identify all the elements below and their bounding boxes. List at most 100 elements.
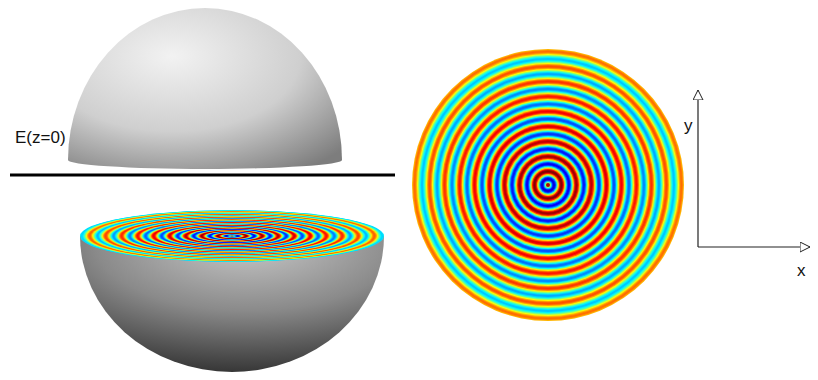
field-ring [202,231,262,241]
field-ring [197,230,267,242]
field-label: E(z=0) [15,129,66,146]
field-ring [432,69,664,301]
field-ring [143,221,321,251]
field-ring [493,130,603,240]
field-ring [486,123,610,247]
field-ring [428,65,668,305]
field-ring [419,56,677,314]
field-ring [81,210,383,261]
field-ring [138,220,326,252]
field-ring [192,229,272,243]
field-ring [479,116,617,254]
field-ring [530,167,566,203]
field-ring [448,85,648,285]
field-ring [422,59,674,311]
field-ring [469,106,627,264]
field-ring [139,220,325,252]
field-ring [195,230,269,243]
field-ring [478,115,618,255]
field-ring [229,235,235,236]
field-ring [114,216,350,256]
field-ring [82,211,382,262]
field-ring [218,234,246,239]
field-ring [500,137,596,233]
field-ring [134,219,330,252]
field-ring [209,232,255,240]
field-ring [224,235,240,238]
field-ring [93,212,371,259]
field-ring [154,223,310,250]
field-ring [502,139,594,231]
field-ring [200,231,264,242]
field-ring [166,225,298,247]
field-ring [526,163,570,207]
field-ring [161,224,303,248]
field-ring [513,150,583,220]
field-ring [83,211,381,262]
field-ring [104,214,360,258]
field-ring [447,84,649,286]
field-ring [206,232,258,241]
field-ring [442,79,654,291]
field-ring [519,156,577,214]
field-ring [199,230,265,241]
field-ring [443,80,653,290]
field-ring [481,118,615,252]
field-ring [473,110,623,260]
field-ring [89,212,375,261]
axis-label: x [797,262,806,279]
field-ring [444,81,652,289]
field-ring [133,219,331,253]
field-ring [168,225,296,247]
field-ring [231,235,233,236]
field-ring [536,173,560,197]
field-ring [85,211,379,261]
x-axis [698,246,810,247]
field-ring [454,91,642,279]
field-ring [490,127,606,243]
field-ring [483,120,613,250]
field-ring [120,217,344,255]
field-ring [119,217,345,255]
cut-plane-field [80,210,384,262]
field-ring [496,133,600,237]
field-ring [228,235,236,236]
field-ring [433,70,663,300]
field-ring [169,225,295,246]
field-ring [416,53,680,317]
field-ring [188,229,276,244]
field-ring [223,234,241,237]
field-ring [110,215,354,256]
field-ring [475,112,621,258]
field-ring [151,222,313,250]
field-ring [158,223,306,248]
field-ring [140,220,324,251]
field-ring [118,217,346,256]
field-ring [489,126,607,244]
field-ring [127,218,337,254]
field-ring [487,124,609,246]
field-ring [437,74,659,296]
field-ring [523,160,573,210]
field-ring [216,233,248,238]
field-ring [109,215,355,257]
field-ring [153,223,311,250]
field-ring [459,96,637,274]
field-ring [488,125,608,245]
field-ring [148,222,316,251]
field-ring [535,172,561,198]
field-ring [449,86,647,284]
field-ring [219,234,245,238]
axis-label: y [684,117,693,134]
field-ring [167,225,297,247]
field-ring [116,216,348,255]
field-ring [457,94,639,276]
field-ring [431,68,665,302]
field-ring [115,216,349,256]
field-ring [87,211,377,260]
field-ring [506,143,590,227]
field-ring [184,228,280,244]
field-ring [173,226,291,246]
field-ring [124,218,340,255]
field-ring [226,235,238,237]
